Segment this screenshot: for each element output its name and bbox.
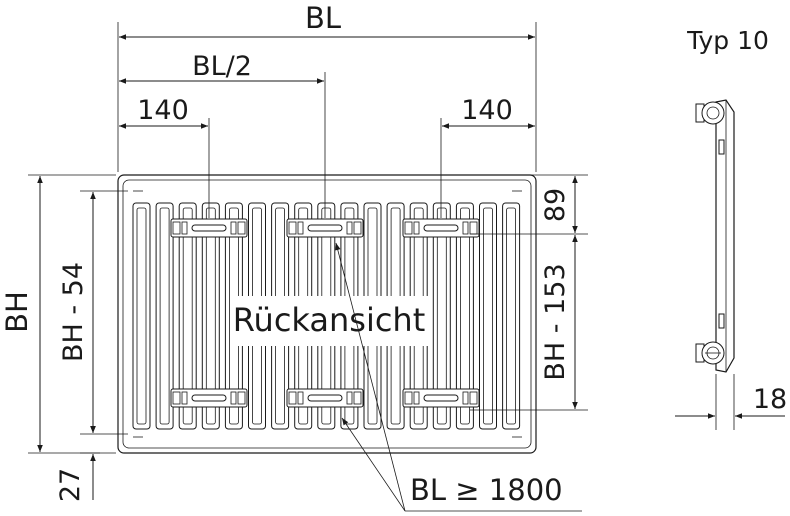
bracket-slot [307, 224, 343, 232]
center-bracket-leaders [335, 242, 582, 512]
type-label: Typ 10 [686, 26, 769, 55]
radiator-fin-inner [459, 207, 470, 425]
mounting-brackets [170, 218, 480, 408]
label-18: 18 [753, 384, 787, 415]
label-27: 27 [55, 468, 86, 502]
label-bl-half: BL/2 [192, 51, 252, 82]
radiator-fin-inner [159, 207, 170, 425]
top-dimensions: BL BL/2 140 140 [117, 1, 537, 218]
radiator-fin-inner [436, 207, 447, 425]
mounting-bracket [170, 388, 248, 408]
label-140-left: 140 [137, 95, 189, 126]
radiator-rear-view [117, 174, 537, 454]
label-140-right: 140 [461, 95, 513, 126]
radiator-side-view: 18 [675, 99, 787, 430]
bracket-slot [423, 224, 459, 232]
mounting-bracket [402, 218, 480, 238]
bracket-slot [423, 394, 459, 402]
note-bl-min: BL ≥ 1800 [410, 473, 563, 507]
mounting-bracket [170, 218, 248, 238]
mounting-bracket [286, 388, 364, 408]
radiator-fin-inner [506, 207, 517, 425]
side-bottom-connection [695, 341, 725, 365]
left-dimensions: BH BH - 54 27 [0, 174, 128, 502]
radiator-fins [132, 202, 521, 430]
right-dimensions: 89 BH - 153 [470, 174, 588, 411]
radiator-fin-inner [483, 207, 493, 425]
radiator-outer-frame [117, 174, 537, 454]
radiator-fin [502, 202, 521, 430]
label-bh: BH [0, 291, 34, 333]
radiator-fin [132, 202, 151, 430]
label-bh-minus-54: BH - 54 [58, 262, 89, 362]
rear-view-label: Rückansicht [233, 301, 426, 339]
mounting-bracket [286, 218, 364, 238]
mounting-bracket [402, 388, 480, 408]
side-top-connection [695, 101, 725, 125]
rear-view-label-bg [230, 296, 428, 346]
label-89: 89 [540, 188, 571, 222]
label-bh-minus-153: BH - 153 [540, 263, 571, 380]
radiator-fin-inner [205, 207, 216, 425]
bracket-slot [191, 394, 227, 402]
radiator-fin [479, 202, 497, 430]
radiator-inner-frame [122, 179, 532, 449]
radiator-fin-inner [136, 207, 147, 425]
radiator-fin-inner [182, 207, 193, 425]
bracket-slot [191, 224, 227, 232]
bracket-slot [307, 394, 343, 402]
label-bl: BL [305, 1, 341, 35]
